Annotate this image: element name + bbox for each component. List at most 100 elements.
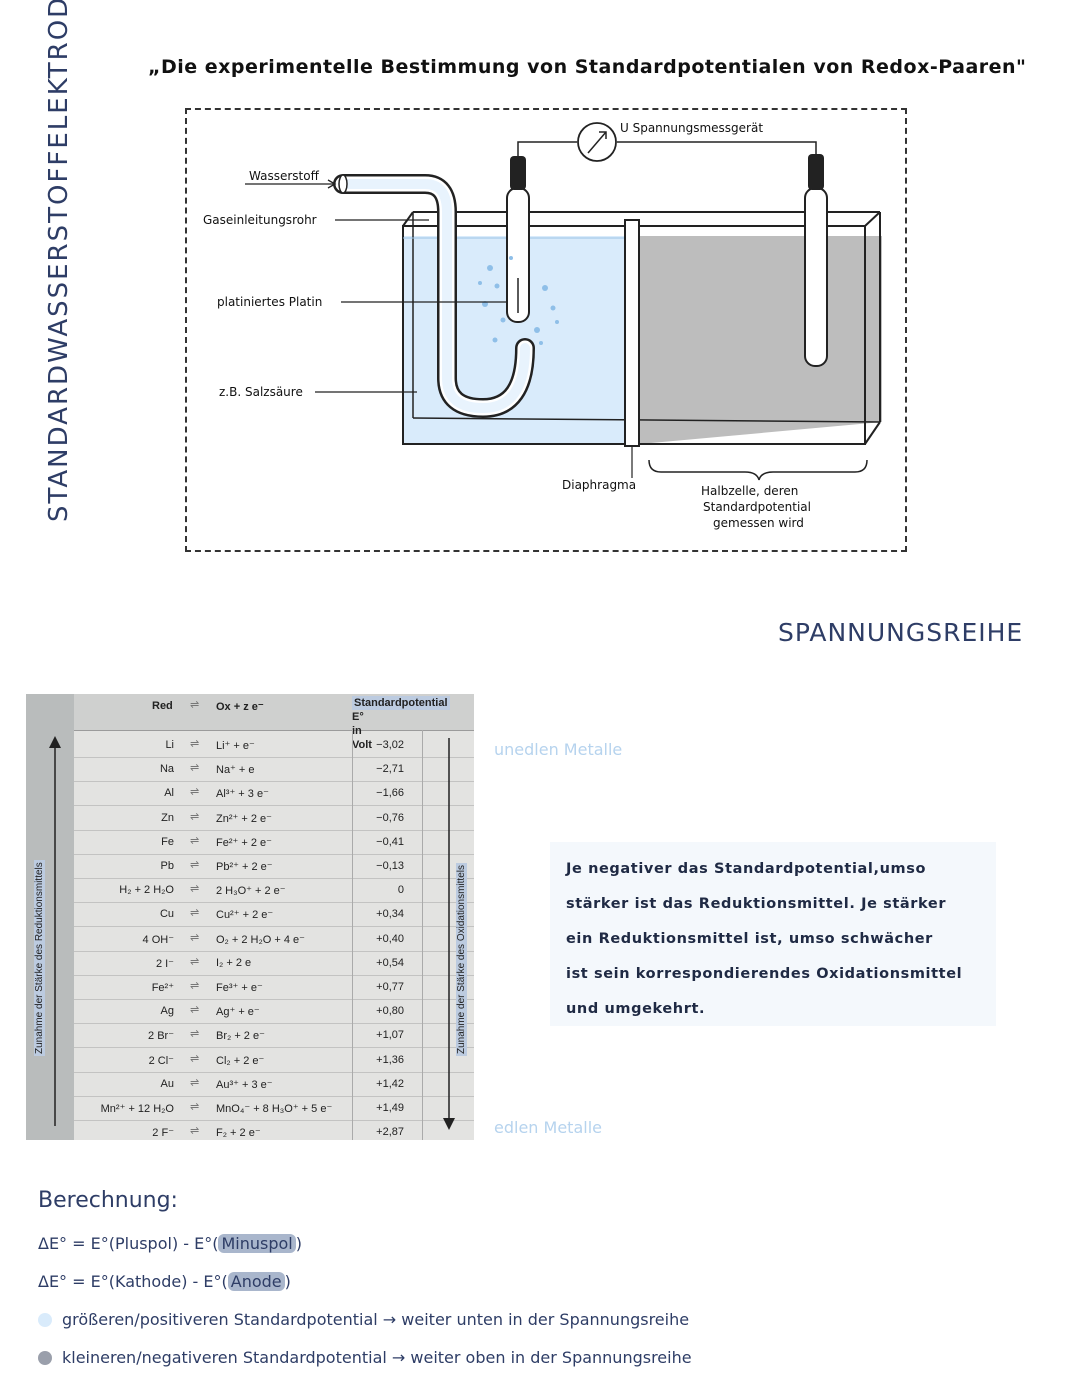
cell-e0: +1,07 [376, 1029, 404, 1042]
rule-line: Je negativer das Standardpotential,umso [566, 861, 927, 877]
equilibrium-icon: ⇌ [190, 738, 200, 750]
cell-e0: −0,41 [376, 835, 404, 848]
equilibrium-icon: ⇌ [190, 955, 200, 968]
equilibrium-icon: ⇌ [190, 1028, 200, 1041]
hydrogen-label: Wasserstoff [249, 169, 320, 183]
halfcell-label-1: Halbzelle, deren [701, 484, 798, 498]
formula-kathode: ΔE° = E°(Kathode) - E°(Anode) [38, 1272, 291, 1291]
cell-red: H₂ + 2 H₂O [119, 884, 174, 897]
cell-red: 2 I⁻ [155, 957, 174, 970]
header-red: Red [152, 700, 173, 712]
equilibrium-icon: ⇌ [190, 786, 200, 799]
cell-e0: +1,36 [376, 1053, 404, 1066]
formula-text: ΔE° = E°(Kathode) - E°( [38, 1272, 228, 1291]
diaphragm [624, 219, 640, 447]
header-std-line2: E° in Volt [352, 711, 372, 751]
electrode-diagram: U Spannungsmessgerät Wasserstoff Gaseinl… [203, 121, 882, 530]
voltmeter-label: U Spannungsmessgerät [620, 121, 763, 135]
cell-ox: Fe³⁺ + e⁻ [216, 982, 263, 994]
rule-line: und umgekehrt. [566, 1001, 706, 1017]
section-title-spannungsreihe: SPANNUNGSREIHE [778, 618, 1024, 647]
cell-e0: +2,87 [376, 1126, 404, 1139]
equilibrium-icon: ⇌ [190, 834, 200, 847]
cell-e0: −0,13 [376, 860, 404, 872]
rule-line: stärker ist das Reduktionsmittel. Je stä… [566, 896, 947, 912]
equilibrium-icon: ⇌ [190, 699, 200, 711]
cell-e0: −3,02 [376, 739, 404, 751]
formula-text: ΔE° = E°(Pluspol) - E°( [38, 1234, 219, 1253]
cell-ox: O₂ + 2 H₂O + 4 e⁻ [216, 933, 305, 946]
formula-highlight: Minuspol [218, 1234, 296, 1253]
equilibrium-icon: ⇌ [190, 762, 200, 775]
note-edle-metalle: edlen Metalle [494, 1118, 602, 1137]
cell-ox: Cu²⁺ + 2 e⁻ [216, 909, 274, 922]
cell-red: Na [159, 763, 174, 776]
cell-ox: MnO₄⁻ + 8 H₃O⁺ + 5 e⁻ [216, 1103, 333, 1115]
wire-right [617, 141, 817, 154]
cell-ox: Pb²⁺ + 2 e⁻ [216, 861, 273, 873]
arrow-up-icon [49, 736, 61, 1126]
table-row: Au⇌Au³⁺ + 3 e⁻+1,42 [74, 1073, 474, 1097]
table-row: H₂ + 2 H₂O ⇌ 2 H₃O⁺ + 2 e⁻ 0 [74, 879, 474, 904]
bullet-text: kleineren/negativeren Standardpotential … [62, 1348, 692, 1367]
equilibrium-icon: ⇌ [190, 883, 200, 896]
wire-left [517, 141, 577, 156]
cell-e0: +0,54 [376, 956, 404, 969]
cell-red: Ag [160, 1005, 174, 1018]
halfcell-brace [648, 459, 868, 481]
equilibrium-icon: ⇌ [190, 931, 200, 944]
table-row: 2 F⁻⇌F₂ + 2 e⁻+2,87 [74, 1121, 474, 1140]
cell-ox: Al³⁺ + 3 e⁻ [216, 788, 269, 801]
header-std-line1: Standardpotential [352, 696, 450, 710]
table-row: Cu⇌Cu²⁺ + 2 e⁻+0,34 [74, 903, 474, 928]
cell-e0: +0,80 [376, 1005, 404, 1018]
gas-tube-label: Gaseinleitungsrohr [203, 213, 317, 227]
cell-e0: +1,42 [376, 1077, 404, 1090]
cell-red: Zn [161, 811, 174, 824]
cell-ox: Au³⁺ + 3 e⁻ [216, 1078, 273, 1091]
table-row: Ag ⇌ Ag⁺ + e⁻ +0,80 [74, 1000, 474, 1025]
cell-red: Au [160, 1077, 174, 1090]
cell-ox: I₂ + 2 e [216, 956, 252, 969]
cell-red: 2 Cl⁻ [148, 1054, 174, 1067]
halfcell-label-2: Standardpotential [703, 500, 811, 514]
cell-ox: F₂ + 2 e⁻ [216, 1127, 261, 1140]
cell-ox: 2 H₃O⁺ + 2 e⁻ [216, 885, 286, 898]
table-divider [352, 730, 353, 1140]
cell-e0: 0 [397, 884, 404, 897]
cell-ox: Zn²⁺ + 2 e⁻ [216, 812, 272, 825]
diaphragm-label: Diaphragma [562, 478, 636, 492]
acid-label: z.B. Salzsäure [219, 385, 303, 399]
diagram-frame [185, 108, 907, 552]
cell-ox: Li⁺ + e⁻ [216, 740, 255, 752]
platinum-label: platiniertes Platin [217, 295, 322, 309]
table-row: 2 Br⁻⇌Br₂ + 2 e⁻+1,07 [74, 1024, 474, 1049]
arrow-down-icon [443, 738, 455, 1130]
table-row: Na⇌Na⁺ + e−2,71 [74, 758, 474, 783]
cell-ox: Na⁺ + e [216, 764, 255, 777]
table-row: Mn²⁺ + 12 H₂O⇌MnO₄⁻ + 8 H₃O⁺ + 5 e⁻+1,49 [74, 1097, 474, 1121]
cell-e0: +0,77 [376, 981, 404, 993]
table-row: Fe²⁺⇌Fe³⁺ + e⁻+0,77 [74, 976, 474, 1000]
equilibrium-icon: ⇌ [190, 1125, 200, 1138]
cell-ox: Ag⁺ + e⁻ [216, 1006, 260, 1019]
cell-ox: Br₂ + 2 e⁻ [216, 1030, 265, 1043]
cell-e0: −1,66 [376, 787, 404, 800]
right-axis-label: Zunahme der Stärke des Oxidationsmittels [456, 863, 467, 1056]
equilibrium-icon: ⇌ [190, 1004, 200, 1017]
equilibrium-icon: ⇌ [190, 810, 200, 823]
formula-pluspol: ΔE° = E°(Pluspol) - E°(Minuspol) [38, 1234, 302, 1253]
cell-red: Fe²⁺ [151, 982, 174, 994]
cell-red: Pb [160, 860, 174, 872]
cell-red: Cu [159, 908, 174, 921]
bullet-larger-potential: größeren/positiveren Standardpotential →… [38, 1310, 689, 1329]
table-header: Red ⇌ Ox + z e⁻ Standardpotential E° in … [74, 694, 474, 751]
equilibrium-icon: ⇌ [190, 907, 200, 920]
cell-e0: −0,76 [376, 811, 404, 824]
formula-highlight: Anode [227, 1272, 285, 1291]
table-row: Fe⇌Fe²⁺ + 2 e⁻−0,41 [74, 831, 474, 855]
formula-text: ) [284, 1272, 291, 1291]
rule-line: ein Reduktionsmittel ist, umso schwächer [566, 931, 933, 947]
left-axis-label: Zunahme der Stärke des Reduktionsmittels [34, 860, 45, 1056]
potential-table: Red ⇌ Ox + z e⁻ Standardpotential E° in … [26, 694, 474, 1140]
